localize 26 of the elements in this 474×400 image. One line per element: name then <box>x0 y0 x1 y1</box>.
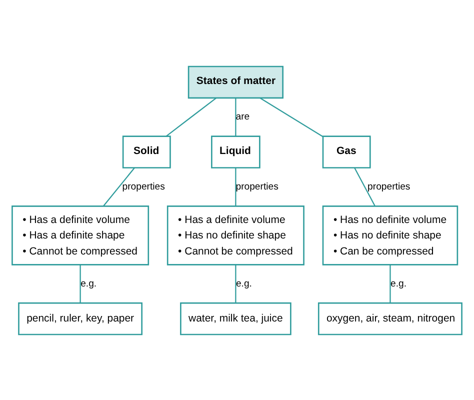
node-box: Solid <box>122 135 171 168</box>
edge-label: properties <box>236 180 278 192</box>
connector <box>354 167 376 206</box>
edge-label: properties <box>122 180 165 192</box>
edge-label: are <box>236 111 250 122</box>
connector <box>260 97 323 136</box>
node-box: States of matter <box>188 65 284 98</box>
node-box: water, milk tea, juice <box>180 302 292 335</box>
connector <box>80 264 81 303</box>
node-box: • Has a definite volume • Has no definite shape • Cannot be compressed <box>166 205 304 265</box>
edge-label: properties <box>368 180 410 192</box>
node-box: Liquid <box>211 135 260 168</box>
connector <box>102 167 135 206</box>
node-box: • Has a definite volume • Has a definite shape • Cannot be compressed <box>12 205 150 265</box>
connector <box>235 167 236 206</box>
node-box: oxygen, air, steam, nitrogen <box>318 302 462 335</box>
connector <box>235 98 236 136</box>
edge-label: e.g. <box>390 278 407 289</box>
edge-label: e.g. <box>236 278 252 289</box>
node-box: • Has no definite volume • Has no definite shape • Can be compressed <box>322 205 458 265</box>
connector <box>390 264 391 303</box>
node-box: Gas <box>322 135 371 168</box>
connector <box>166 97 216 136</box>
node-box: pencil, ruler, key, paper <box>18 302 142 335</box>
edge-label: e.g. <box>80 278 97 289</box>
connector <box>235 264 236 303</box>
